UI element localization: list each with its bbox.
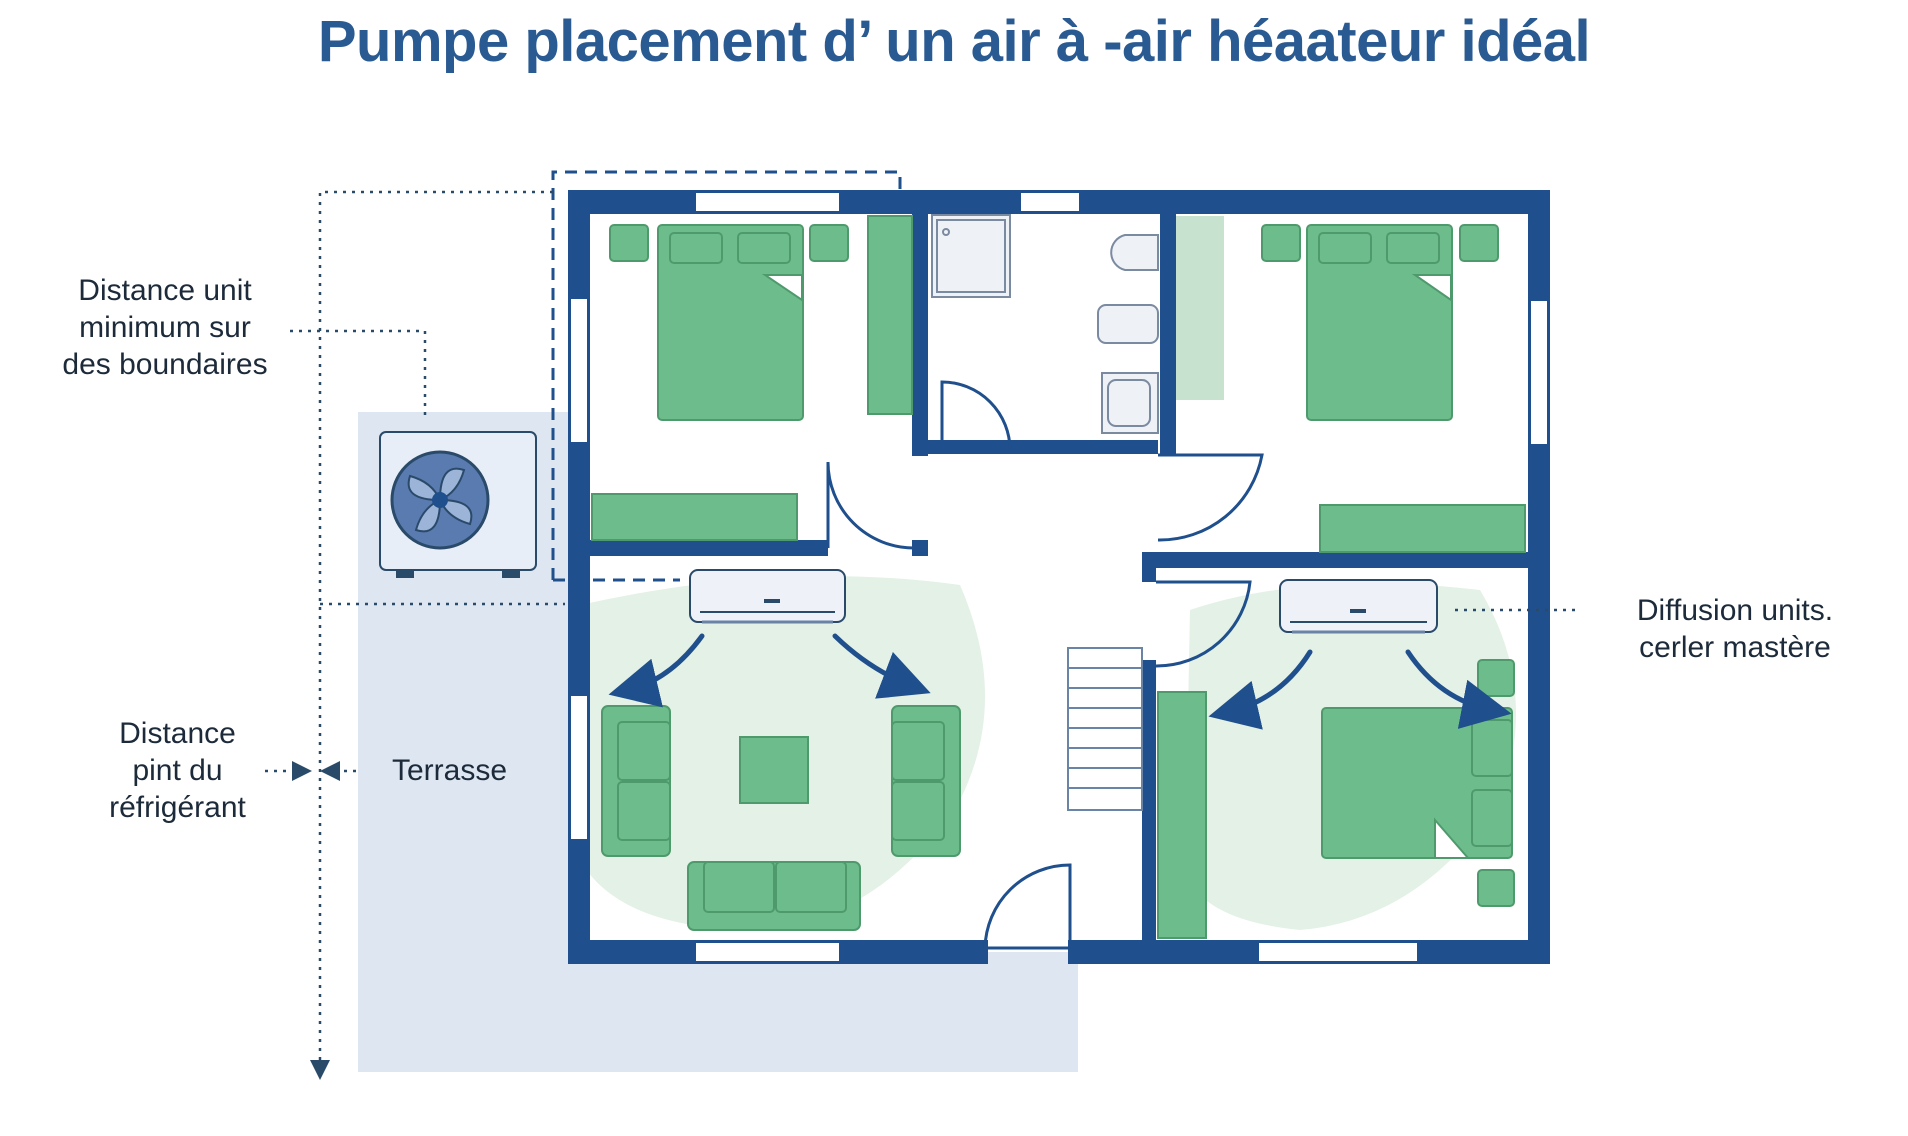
master-bedroom-furniture xyxy=(1157,659,1515,939)
outdoor-unit xyxy=(379,431,537,578)
terrace-label: Terrasse xyxy=(392,754,508,787)
diffusion-label: Diffusion units. cerler mastère xyxy=(1636,594,1834,664)
split-ac-icon xyxy=(689,569,846,624)
dimension-lines xyxy=(265,190,1575,1080)
bedroom-2-furniture xyxy=(1261,224,1526,553)
split-ac-icon xyxy=(1279,579,1438,634)
bedroom-1-furniture xyxy=(591,215,913,541)
diagram-title: Pumpe placement d’ un air à -air héaateu… xyxy=(317,9,1591,74)
shower xyxy=(931,214,1011,298)
staircase xyxy=(1067,647,1143,811)
bathroom-storage xyxy=(1176,216,1224,400)
airflow-arrows xyxy=(608,633,1512,730)
refrigerant-distance-label: Distance pint du réfrigérant xyxy=(109,717,246,824)
fan-icon xyxy=(390,450,490,550)
bathroom-fixtures xyxy=(931,214,1159,434)
living-room-furniture xyxy=(601,705,961,931)
windows xyxy=(569,191,1549,963)
boundary-zone xyxy=(551,170,902,580)
door-swings xyxy=(826,380,1264,950)
interior-walls xyxy=(568,200,1542,952)
boundary-distance-label: Distance unit minimum sur des boundaires xyxy=(62,274,268,381)
